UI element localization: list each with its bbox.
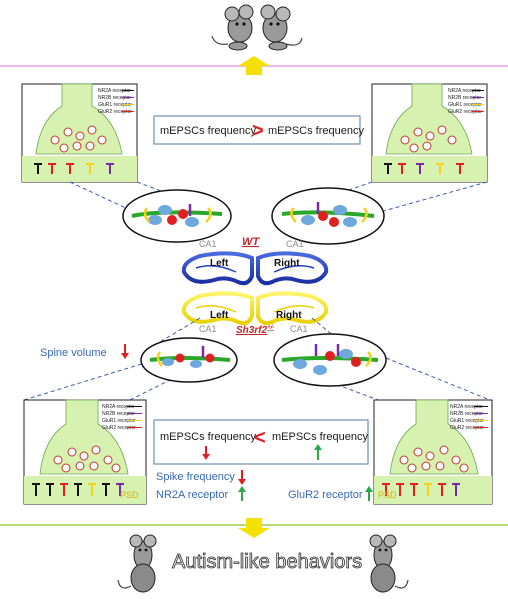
- wt-right-spine-ellipse: [271, 187, 385, 245]
- arrow-up-icon: [238, 486, 246, 501]
- sad-mouse-right: [369, 534, 409, 593]
- legend-nr2b: NR2B receptor: [448, 95, 481, 101]
- wt-left-label: Left: [210, 258, 229, 269]
- receptor-row: [34, 163, 114, 174]
- receptor-legend: NR2A receptor NR2B receptor GluR1 recept…: [450, 404, 488, 431]
- mut-right-synapse-panel: PSD NR2A receptor NR2B receptor GluR1 re…: [373, 399, 493, 505]
- mut-left-spine-ellipse: [140, 337, 238, 383]
- happy-mice-illustration: [211, 4, 303, 51]
- receptor-legend: NR2A receptor NR2B receptor GluR1 recept…: [102, 404, 142, 431]
- wt-ca1-right-label: CA1: [286, 239, 304, 249]
- legend-glur2: GluR2 receptor: [102, 425, 136, 431]
- legend-glur1: GluR1 receptor: [98, 102, 132, 108]
- arrow-down-icon: [238, 470, 246, 485]
- legend-glur2: GluR2 receptor: [448, 109, 482, 115]
- legend-glur2: GluR2 receptor: [450, 425, 484, 431]
- vesicles: [399, 445, 469, 473]
- top-comparison-box: mEPSCs frequency > mEPSCs frequency: [153, 115, 364, 145]
- legend-glur1: GluR1 receptor: [450, 418, 484, 424]
- legend-nr2a: NR2A receptor: [450, 404, 483, 410]
- wt-ca1-left-label: CA1: [199, 239, 217, 249]
- mut-ca1-right-label: CA1: [290, 324, 308, 334]
- bottom-comparison-box: mEPSCs frequency < mEPSCs frequency: [153, 419, 369, 465]
- spine-volume-label: Spine volume: [40, 347, 107, 359]
- receptor-row: [382, 483, 460, 496]
- autism-behaviors-label: Autism-like behaviors: [172, 551, 362, 573]
- top-comparison-right: mEPSCs frequency: [268, 125, 364, 137]
- mut-left-label: Left: [210, 310, 229, 321]
- mut-ca1-left-label: CA1: [199, 324, 217, 334]
- receptor-legend: NR2A receptor NR2B receptor GluR1 recept…: [98, 88, 134, 115]
- legend-nr2b: NR2B receptor: [102, 411, 135, 417]
- mut-label: Sh3rf2+/-: [236, 325, 274, 336]
- vesicles: [50, 125, 107, 153]
- sad-mouse-left: [117, 534, 157, 593]
- nr2a-receptor-label: NR2A receptor: [156, 489, 228, 501]
- legend-glur2: GluR2 receptor: [98, 109, 132, 115]
- mut-right-label: Right: [276, 310, 302, 321]
- legend-nr2a: NR2A receptor: [448, 88, 481, 94]
- wt-left-synapse-panel: NR2A receptor NR2B receptor GluR1 recept…: [21, 83, 138, 183]
- legend-glur1: GluR1 receptor: [102, 418, 136, 424]
- bottom-comparison-left: mEPSCs frequency: [160, 431, 256, 443]
- psd-label-left: PSD: [120, 490, 139, 500]
- bottom-comparison-symbol: <: [254, 427, 266, 449]
- legend-nr2a: NR2A receptor: [98, 88, 131, 94]
- legend-nr2a: NR2A receptor: [102, 404, 135, 410]
- mut-hippocampus-right: [256, 291, 329, 326]
- arrow-up-icon: [314, 444, 322, 460]
- receptor-legend: NR2A receptor NR2B receptor GluR1 recept…: [448, 88, 484, 115]
- happy-mouse-right: [260, 4, 303, 51]
- arrow-down-icon: [121, 344, 129, 359]
- spike-frequency-label: Spike frequency: [156, 471, 235, 483]
- bottom-comparison-right: mEPSCs frequency: [272, 431, 368, 443]
- wt-label: WT: [242, 236, 260, 248]
- legend-glur1: GluR1 receptor: [448, 102, 482, 108]
- legend-nr2b: NR2B receptor: [98, 95, 131, 101]
- arrow-up-icon: [238, 56, 270, 75]
- bottom-dashed-connectors: [23, 317, 491, 401]
- mut-right-spine-ellipse: [273, 333, 387, 387]
- arrow-up-icon: [365, 486, 373, 501]
- top-comparison-symbol: >: [252, 120, 264, 142]
- mut-left-synapse-panel: PSD NR2A receptor NR2B receptor GluR1 re…: [23, 399, 147, 505]
- receptor-row: [384, 163, 464, 174]
- top-comparison-left: mEPSCs frequency: [160, 125, 256, 137]
- vesicles: [53, 445, 121, 473]
- happy-mouse-left: [211, 4, 254, 51]
- arrow-down-icon: [202, 446, 210, 460]
- receptor-row: [32, 483, 124, 496]
- wt-left-spine-ellipse: [122, 189, 232, 243]
- legend-nr2b: NR2B receptor: [450, 411, 483, 417]
- wt-hippocampus-right: [256, 251, 329, 286]
- glur2-receptor-label: GluR2 receptor: [288, 489, 363, 501]
- psd-label-right: PSD: [378, 490, 397, 500]
- mut-hippocampus-left: [181, 291, 254, 326]
- arrow-down-icon: [238, 518, 270, 538]
- wt-right-label: Right: [274, 258, 300, 269]
- wt-hippocampus-left: [181, 251, 254, 286]
- wt-right-synapse-panel: NR2A receptor NR2B receptor GluR1 recept…: [371, 83, 488, 183]
- vesicles: [400, 125, 457, 153]
